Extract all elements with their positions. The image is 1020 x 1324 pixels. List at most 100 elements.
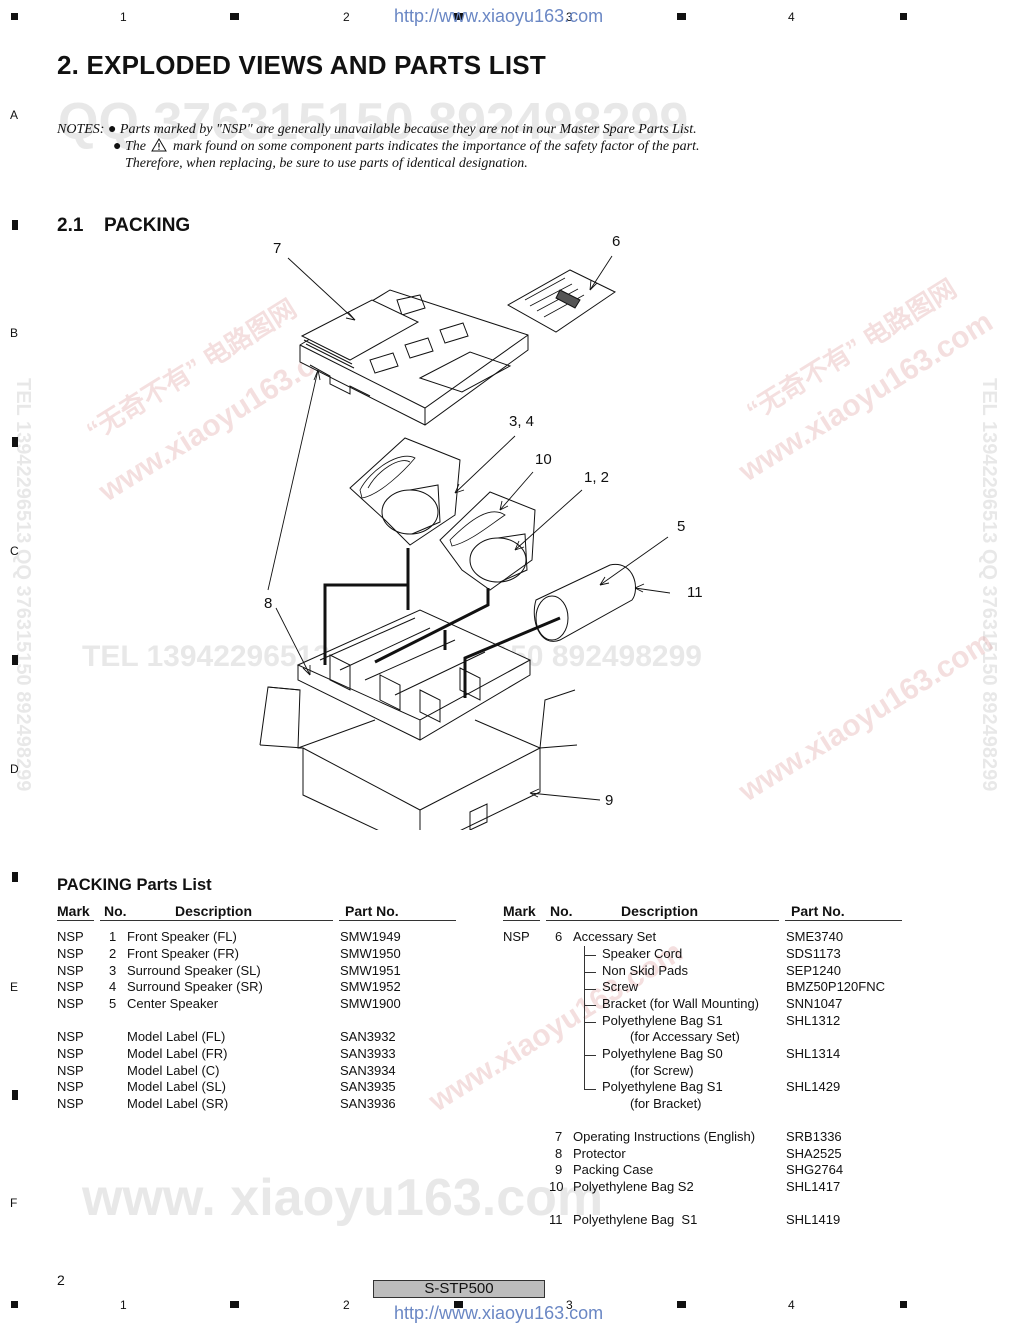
tree-branch: [584, 1022, 596, 1023]
cell-mark: NSP: [57, 1029, 84, 1044]
cell-desc: Model Label (FR): [127, 1046, 228, 1061]
cell-desc: Operating Instructions (English): [573, 1129, 756, 1144]
table-row: NSP 2 Front Speaker (FR) SMW1950: [57, 946, 457, 963]
header-rule: [785, 920, 902, 921]
cell-desc: Model Label (FL): [127, 1029, 226, 1044]
cell-no: 5: [109, 996, 117, 1011]
parts-list-title: PACKING Parts List: [57, 876, 212, 894]
cell-mark: NSP: [57, 1079, 84, 1094]
bottom-url-link[interactable]: http://www.xiaoyu163.com: [394, 1303, 604, 1323]
cell-mark: NSP: [57, 1063, 84, 1078]
table-row: Speaker Cord SDS1173: [503, 946, 903, 963]
grid-tick: [677, 13, 686, 20]
header-rule: [100, 920, 333, 921]
cell-desc: Center Speaker: [127, 996, 219, 1011]
cell-desc: Surround Speaker (SR): [127, 979, 263, 994]
table-row: 9 Packing Case SHG2764: [503, 1162, 903, 1179]
tree-branch: [584, 972, 596, 973]
grid-letter: C: [10, 544, 19, 558]
cell-part: SMW1951: [340, 963, 401, 978]
header-rule: [546, 920, 779, 921]
corner-mark: [11, 1301, 18, 1308]
grid-tick: [12, 655, 18, 665]
grid-tick: [230, 13, 239, 20]
table-row: NSP Model Label (FR) SAN3933: [57, 1046, 457, 1063]
table-row: NSP Model Label (SL) SAN3935: [57, 1079, 457, 1096]
col-header-no: No.: [104, 903, 127, 919]
table-row: Polyethylene Bag S0 SHL1314: [503, 1046, 903, 1063]
bullet-icon: ●: [113, 139, 122, 154]
cell-part: SMW1950: [340, 946, 401, 961]
cell-desc: Packing Case: [573, 1162, 654, 1177]
cell-desc: Polyethylene Bag S0: [602, 1046, 723, 1061]
grid-number: 1: [120, 10, 127, 24]
exploded-view-drawing: [259, 255, 670, 830]
tree-branch: [584, 955, 596, 956]
bullet-icon: ●: [107, 122, 117, 137]
table-row: (for Screw): [503, 1063, 903, 1080]
cell-mark: NSP: [57, 946, 84, 961]
cell-no: 4: [109, 979, 117, 994]
col-header-description: Description: [621, 903, 699, 919]
cell-no: 3: [109, 963, 117, 978]
warning-triangle-icon: [151, 138, 168, 152]
corner-mark: [11, 13, 18, 20]
notes-text-2a: The: [124, 139, 146, 154]
grid-tick: [12, 1090, 18, 1100]
cell-part: SRB1336: [786, 1129, 842, 1144]
cell-part: SAN3936: [340, 1096, 396, 1111]
watermark-diag-2: www.xiaoyu163.com: [733, 305, 999, 489]
operating-instructions: [300, 299, 420, 369]
callout-1-2: 1, 2: [584, 469, 610, 486]
corner-mark: [900, 13, 907, 20]
cell-part: SMW1949: [340, 929, 401, 944]
watermark-vertical: TEL 13942296513 QQ 376315150 892498299: [978, 378, 1000, 792]
col-header-mark: Mark: [503, 903, 536, 919]
cell-desc: Model Label (SR): [127, 1096, 229, 1111]
section-number: 2.1: [57, 215, 84, 236]
cell-desc: Surround Speaker (SL): [127, 963, 261, 978]
cell-desc: Model Label (C): [127, 1063, 220, 1078]
cell-part: SMW1900: [340, 996, 401, 1011]
cell-desc: (for Accessary Set): [630, 1029, 740, 1044]
grid-number: 2: [343, 1298, 350, 1312]
corner-mark: [900, 1301, 907, 1308]
table-row: NSP 6 Accessary Set SME3740: [503, 929, 903, 946]
callout-3-4: 3, 4: [509, 413, 535, 430]
header-rule: [503, 920, 540, 921]
cell-desc: Polyethylene Bag S2: [573, 1179, 694, 1194]
cell-part: SDS1173: [786, 946, 841, 961]
cell-desc: (for Screw): [630, 1063, 694, 1078]
cell-no: 8: [555, 1146, 563, 1161]
callout-6: 6: [612, 233, 621, 250]
grid-number: 3: [566, 10, 573, 24]
grid-number: 4: [788, 1298, 795, 1312]
cell-part: SAN3932: [340, 1029, 396, 1044]
cell-desc: Screw: [602, 979, 639, 994]
table-row: 10 Polyethylene Bag S2 SHL1417: [503, 1179, 903, 1196]
callout-5: 5: [677, 518, 686, 535]
watermark-diag-3: www.xiaoyu163.com: [733, 625, 999, 809]
cell-desc: Front Speaker (FR): [127, 946, 239, 961]
grid-letter: B: [10, 326, 19, 340]
cell-no: 10: [549, 1179, 564, 1194]
cell-desc: Speaker Cord: [602, 946, 683, 961]
table-row: Bracket (for Wall Mounting) SNN1047: [503, 996, 903, 1013]
table-row: NSP 3 Surround Speaker (SL) SMW1951: [57, 963, 457, 980]
cell-part: SAN3933: [340, 1046, 396, 1061]
notes-line-1: NOTES: ● Parts marked by "NSP" are gener…: [57, 121, 957, 138]
cell-mark: NSP: [57, 1046, 84, 1061]
callout-8: 8: [264, 595, 273, 612]
tree-branch: [584, 1089, 596, 1090]
top-url-link[interactable]: http://www.xiaoyu163.com: [394, 6, 604, 26]
notes-line-3: Therefore, when replacing, be sure to us…: [125, 156, 528, 171]
col-header-part-no: Part No.: [345, 903, 399, 919]
callout-10: 10: [535, 451, 552, 468]
grid-number: 3: [566, 1298, 573, 1312]
cell-no: 7: [555, 1129, 563, 1144]
grid-tick: [454, 13, 463, 20]
accessary-set-bag: [506, 269, 616, 333]
page-title: 2. EXPLODED VIEWS AND PARTS LIST: [57, 50, 546, 80]
cell-part: SHL1429: [786, 1079, 841, 1094]
cell-part: SEP1240: [786, 963, 841, 978]
